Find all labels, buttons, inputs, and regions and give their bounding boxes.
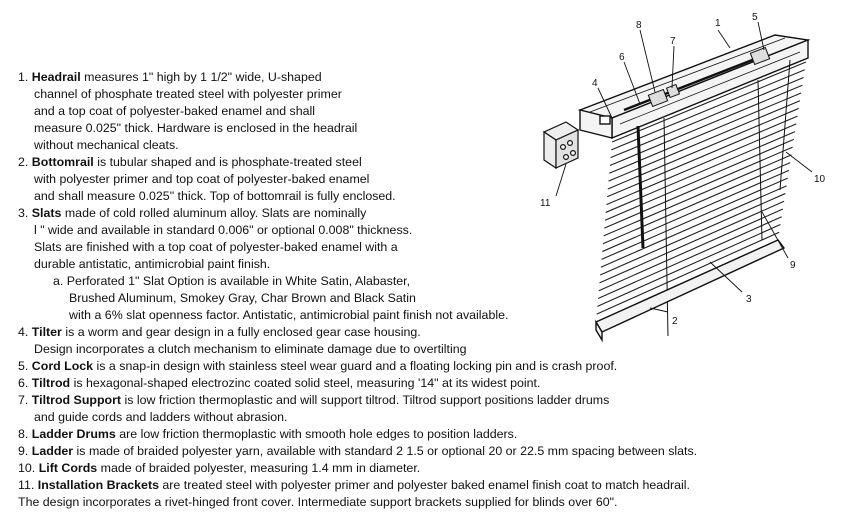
spec-line: and guide cords and ladders without abra… [34,410,288,424]
spec-line: Slats are finished with a top coat of po… [34,240,398,254]
spec-item-installation-brackets: 11. Installation Brackets are treated st… [18,478,690,492]
spec-item-tilter: 4. Tilter is a worm and gear design in a… [18,325,421,339]
slat-line [600,185,787,268]
installation-bracket-drawing [542,121,580,170]
slat-line [609,84,803,166]
spec-line: Brushed Aluminum, Smokey Gray, Char Brow… [69,291,416,305]
spec-item-ladder: 9. Ladder is made of braided polyester y… [18,444,698,458]
bottomrail-drawing [594,239,786,343]
spec-line: durable antistatic, antimicrobial paint … [34,257,271,271]
callout-11: 11 [540,198,551,209]
slat-line [604,146,793,229]
slat-line [601,177,788,260]
spec-item-cord-lock: 5. Cord Lock is a snap-in design with st… [18,359,618,373]
spec-line: Design incorporates a clutch mechanism t… [34,342,467,356]
slat-line [596,231,780,315]
callout-6: 6 [619,52,625,63]
spec-item-bottomrail: 2. Bottomrail is tubular shaped and is p… [18,155,362,169]
spec-line: and a top coat of polyester-baked enamel… [34,104,316,118]
callout-8: 8 [636,20,642,31]
spec-item-tiltrod: 6. Tiltrod is hexagonal-shaped electrozi… [18,376,541,390]
blind-diagram: 1 2 3 4 5 6 7 8 9 10 11 [540,12,826,343]
callout-9: 9 [790,260,796,271]
slat-line [610,76,804,159]
spec-line: with polyester primer and top coat of po… [34,172,370,186]
callout-3: 3 [746,294,752,305]
spec-item-lift-cords: 10. Lift Cords made of braided polyester… [18,461,421,475]
slat-line [603,154,792,237]
spec-line: l " wide and available in standard 0.006… [34,223,413,237]
callout-7: 7 [670,36,676,47]
callout-leaders [555,21,813,313]
slat-line [611,61,807,143]
spec-item-slats: 3. Slats made of cold rolled aluminum al… [18,206,367,220]
cords-drawing [636,59,791,337]
slat-line [606,123,797,206]
slat-line [602,169,790,253]
slat-line [597,224,781,307]
spec-line: with a 6% slat openness factor. Antistat… [69,308,509,322]
spec-item-ladder-drums: 8. Ladder Drums are low friction thermop… [18,427,518,441]
slat-line [599,200,785,284]
spec-line: channel of phosphate treated steel with … [34,87,342,101]
slat-line [598,208,784,292]
spec-line: The design incorporates a rivet-hinged f… [18,495,618,509]
slat-line [597,216,782,300]
callout-5: 5 [752,12,758,23]
slat-line [609,92,802,174]
spec-line: and shall measure 0.025" thick. Top of b… [34,189,396,203]
spec-line: measure 0.025" thick. Hardware is enclos… [34,121,358,135]
callout-2: 2 [672,316,678,327]
slat-line [599,193,786,276]
spec-item-headrail: 1. Headrail measures 1" high by 1 1/2" w… [18,70,322,84]
slat-line [602,162,791,245]
slat-line [604,138,795,221]
spec-subitem-perforated: a. Perforated 1" Slat Option is availabl… [53,274,411,288]
spec-line: without mechanical cleats. [34,138,179,152]
spec-item-tiltrod-support: 7. Tiltrod Support is low friction therm… [18,393,610,407]
slat-line [605,131,796,213]
tilt-mechanism-drawing [623,46,771,112]
callout-1: 1 [715,18,721,29]
callout-10: 10 [814,174,826,185]
slat-line [611,69,805,151]
callout-4: 4 [592,78,598,89]
